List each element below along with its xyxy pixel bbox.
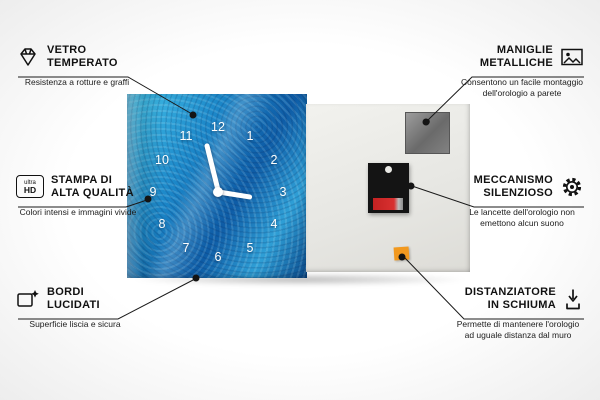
feature-maniglie-metalliche: MANIGLIE METALLICHE Consentono un facile… xyxy=(460,44,584,98)
feature-subtitle: Le lancette dell'orologio non emettono a… xyxy=(469,206,575,228)
hanger-hole xyxy=(425,119,430,124)
feature-bordi-lucidati: BORDI LUCIDATI Superficie liscia e sicur… xyxy=(16,286,134,330)
clock-front-view: 1 2 3 4 5 6 7 8 9 10 11 12 xyxy=(127,94,307,278)
diamond-icon xyxy=(16,46,40,68)
clock-back-view xyxy=(306,104,470,272)
feature-subtitle: Colori intensi e immagini vivide xyxy=(19,206,137,217)
ultra-hd-icon-top-label: ultra xyxy=(24,179,36,186)
clock-mechanism xyxy=(368,163,409,213)
spacer-icon xyxy=(563,288,583,310)
feature-meccanismo-silenzioso: MECCANISMO SILENZIOSO Le lancette dell'o… xyxy=(460,174,584,228)
metal-hanger-plate xyxy=(405,112,450,154)
gear-icon xyxy=(560,175,584,199)
foam-spacer xyxy=(393,246,410,261)
feature-stampa-alta-qualita: ultra HD STAMPA DI ALTA QUALITÀ Colori i… xyxy=(16,174,140,218)
feature-title: STAMPA DI ALTA QUALITÀ xyxy=(51,174,134,199)
feature-distanziatore-schiuma: DISTANZIATORE IN SCHIUMA Permette di man… xyxy=(453,286,583,340)
feature-title: DISTANZIATORE IN SCHIUMA xyxy=(464,286,556,311)
feature-vetro-temperato: VETRO TEMPERATO Resistenza a rotture e g… xyxy=(16,44,138,88)
feature-subtitle: Superficie liscia e sicura xyxy=(29,318,121,329)
clock-number: 9 xyxy=(149,185,157,199)
clock-number: 10 xyxy=(155,153,169,167)
clock-number: 1 xyxy=(246,129,254,143)
clock-number: 5 xyxy=(246,241,254,255)
feature-title: BORDI LUCIDATI xyxy=(47,286,100,311)
clock-number: 6 xyxy=(214,250,222,264)
feature-title: VETRO TEMPERATO xyxy=(47,44,118,69)
feature-subtitle: Consentono un facile montaggio dell'orol… xyxy=(461,76,583,98)
battery xyxy=(373,198,403,210)
clock-number: 3 xyxy=(279,185,287,199)
clock-number: 8 xyxy=(158,217,166,231)
mechanism-hook-hole xyxy=(385,166,392,173)
clock-number: 12 xyxy=(211,120,225,134)
ultra-hd-icon: ultra HD xyxy=(16,175,44,199)
picture-frame-icon xyxy=(560,47,584,67)
polished-edge-icon xyxy=(16,288,40,310)
feature-title: MANIGLIE METALLICHE xyxy=(479,44,553,69)
feature-subtitle: Resistenza a rotture e graffi xyxy=(24,76,130,87)
clock-number: 7 xyxy=(182,241,190,255)
clock-center-cap xyxy=(213,187,223,197)
ultra-hd-icon-bottom-label: HD xyxy=(23,184,37,195)
feature-title: MECCANISMO SILENZIOSO xyxy=(473,174,553,199)
feature-subtitle: Permette di mantenere l'orologio ad ugua… xyxy=(456,318,580,340)
clock-number: 2 xyxy=(270,153,278,167)
clock-number: 4 xyxy=(270,217,278,231)
clock-number: 11 xyxy=(179,129,193,143)
